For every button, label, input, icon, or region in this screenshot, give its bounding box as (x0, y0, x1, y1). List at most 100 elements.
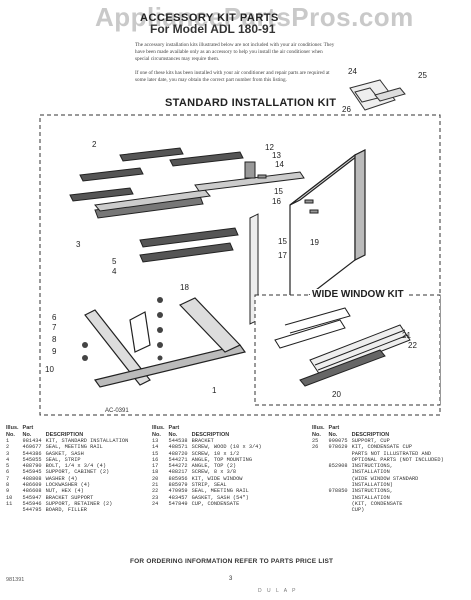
description-cell: CUP) (351, 507, 365, 514)
table-row: INSTALLATION (310, 469, 446, 475)
description-cell: INSTALLATION (351, 494, 390, 501)
intro-text: The accessory installation kits illustra… (135, 42, 335, 90)
description-cell: CUP, CONDENSATE (191, 500, 240, 507)
callout: 20 (332, 390, 341, 399)
condensate-cup-illustration (349, 79, 406, 111)
standard-kit-title: STANDARD INSTALLATION KIT (165, 97, 337, 109)
part-no-cell: 544795 (22, 507, 42, 514)
part-no-cell: 990075 (328, 438, 348, 444)
scan-marks: D U L A P (258, 588, 298, 594)
illus-no-cell: 23 (152, 494, 159, 501)
illus-no-cell: 14 (152, 444, 159, 451)
table-row: (KIT, CONDENSATE (310, 501, 446, 507)
description-cell: (WIDE WINDOW STANDARD (351, 475, 419, 482)
callout: 22 (408, 341, 417, 350)
standard-kit-border (39, 114, 441, 416)
callout: 14 (275, 160, 284, 169)
callout: 15 (274, 187, 283, 196)
callout: 25 (418, 71, 427, 80)
table-row: INSTALLATION (310, 495, 446, 501)
wide-window-kit-title: WIDE WINDOW KIT (310, 289, 406, 300)
description-cell: (KIT, CONDENSATE (351, 500, 403, 507)
description-cell: GASKET, SASH (45, 450, 84, 457)
description-cell: SEAL, STRIP (45, 456, 81, 463)
description-cell: INSTRUCTIONS, (351, 463, 393, 470)
col-header-description: DESCRIPTION (351, 431, 390, 438)
part-no-cell: 488790 (22, 463, 42, 470)
description-cell: SEAL, MEETING RAIL (45, 444, 103, 451)
part-no-cell: 483457 (168, 494, 188, 501)
illus-no-cell: 9 (6, 488, 10, 495)
description-cell: LOCKWASHER (4) (45, 482, 91, 489)
watermark: AppliancePartsPros.com (95, 2, 414, 32)
description-cell: BOLT, 1/4 x 3/4 (4) (45, 463, 107, 470)
callout: 12 (265, 143, 274, 152)
part-no-cell: 885979 (168, 482, 188, 489)
illus-no-cell: 17 (152, 463, 159, 470)
callout: 2 (92, 140, 97, 149)
callout: 15 (278, 237, 287, 246)
part-no-cell: 545947 (22, 494, 42, 501)
description-cell: KIT, CONDENSATE CUP (351, 444, 413, 451)
illus-no-cell: 10 (6, 494, 13, 501)
illus-no-cell: 7 (6, 475, 10, 482)
illus-no-cell: 4 (6, 456, 10, 463)
part-no-cell: 544272 (168, 463, 188, 470)
illus-no-cell: 3 (6, 450, 10, 457)
table-row: INSTALLATION) (310, 482, 446, 488)
callout: 9 (52, 347, 57, 356)
page-title: ACCESSORY KIT PARTS (140, 12, 279, 24)
meeting-rail-seal-strips (69, 147, 244, 263)
document-code: 981391 (6, 577, 25, 583)
callout: 10 (45, 365, 54, 374)
callout: 5 (112, 257, 117, 266)
part-no-cell: 544271 (168, 456, 188, 463)
illus-no-cell (310, 507, 327, 513)
illus-no-cell: 20 (152, 475, 159, 482)
part-no-cell: 469677 (22, 444, 42, 451)
table-row: (WIDE WINDOW STANDARD (310, 476, 446, 482)
col-header-description: DESCRIPTION (191, 431, 230, 438)
col-header-illus-no: Illus.No. (312, 425, 325, 438)
part-no-cell: 486609 (22, 482, 42, 489)
callout: 4 (112, 267, 117, 276)
description-cell: KIT, STANDARD INSTALLATION (45, 438, 129, 444)
bolts-and-nuts (82, 297, 163, 361)
part-no-cell: 545055 (22, 456, 42, 463)
callout: 24 (348, 67, 357, 76)
description-cell: SUPPORT, CUP (351, 438, 390, 444)
col-header-illus-no: Illus.No. (152, 425, 165, 438)
table-row: CUP) (310, 507, 446, 513)
callout-numbers: 2 3 4 5 6 7 8 9 10 1 12 13 14 15 16 15 1… (45, 67, 427, 399)
part-no-cell: 544386 (22, 450, 42, 457)
illus-no-cell: 18 (152, 469, 159, 476)
illus-no-cell: 25 (312, 438, 319, 444)
table-row: PARTS NOT ILLUSTRATED AND (310, 451, 446, 457)
part-no-cell: 978629 (328, 444, 348, 451)
model-line: For Model ADL 180-91 (150, 22, 276, 36)
illus-no-cell: 26 (312, 444, 319, 451)
top-mounting-angle (94, 171, 305, 212)
illus-no-cell: 8 (6, 482, 10, 489)
description-cell: STRIP, SEAL (191, 482, 227, 489)
description-cell: ANGLE, TOP MOUNTING (191, 456, 253, 463)
description-cell: OPTIONAL PARTS (NOT INCLUDED) (351, 456, 444, 463)
